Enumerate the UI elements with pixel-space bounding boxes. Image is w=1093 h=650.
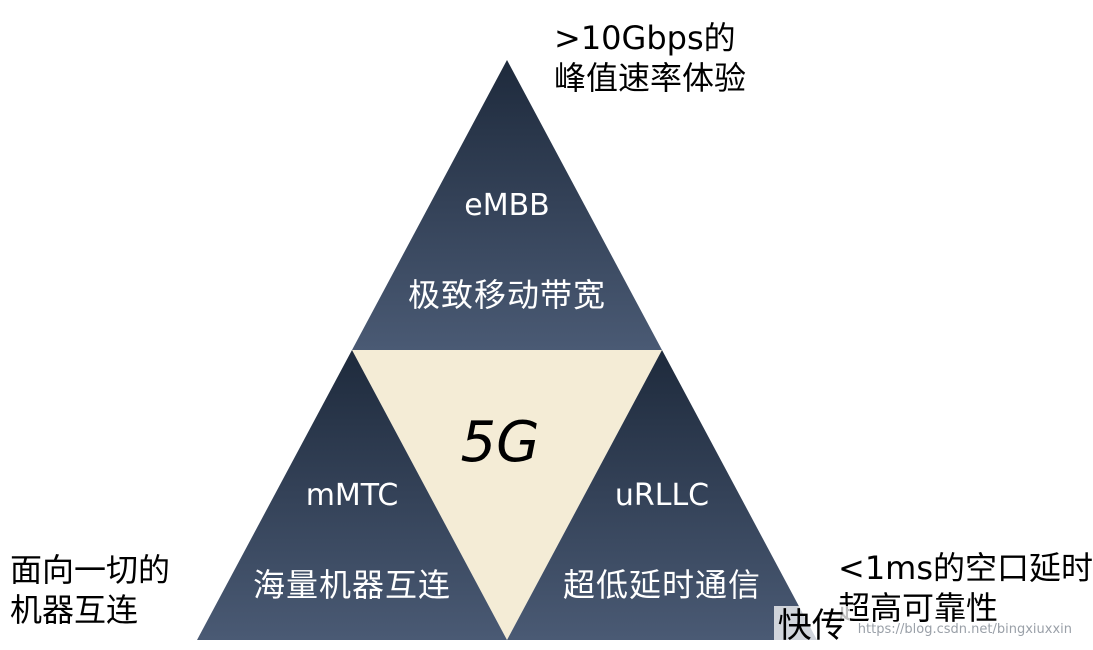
embb-note: >10Gbps的 峰值速率体验 [554, 18, 746, 98]
urllc-triangle [507, 350, 817, 640]
embb-note-line2: 峰值速率体验 [554, 59, 747, 97]
urllc-note-line2: 超高可靠性 [838, 589, 999, 627]
urllc-note-line1: <1ms的空口延时 [838, 549, 1093, 587]
mmtc-triangle [197, 350, 507, 640]
mmtc-title: mMTC [305, 478, 399, 513]
embb-triangle [352, 60, 662, 350]
embb-subtitle: 极致移动带宽 [407, 276, 606, 314]
5g-label: 5G [460, 410, 540, 475]
watermark: 快传 https://blog.csdn.net/bingxiuxxin [773, 606, 1072, 646]
watermark-brand: 快传 [773, 606, 850, 646]
watermark-url: https://blog.csdn.net/bingxiuxxin [857, 622, 1072, 637]
embb-note-line1: >10Gbps的 [554, 19, 736, 57]
urllc-note: <1ms的空口延时 超高可靠性 [838, 548, 1093, 628]
mmtc-subtitle: 海量机器互连 [252, 566, 451, 604]
urllc-title: uRLLC [614, 478, 710, 513]
5g-center-triangle [352, 350, 662, 640]
mmtc-note-line2: 机器互连 [10, 591, 139, 629]
urllc-subtitle: 超低延时通信 [562, 566, 761, 604]
embb-title: eMBB [464, 188, 550, 223]
mmtc-note: 面向一切的 机器互连 [10, 550, 170, 630]
mmtc-note-line1: 面向一切的 [10, 551, 171, 589]
